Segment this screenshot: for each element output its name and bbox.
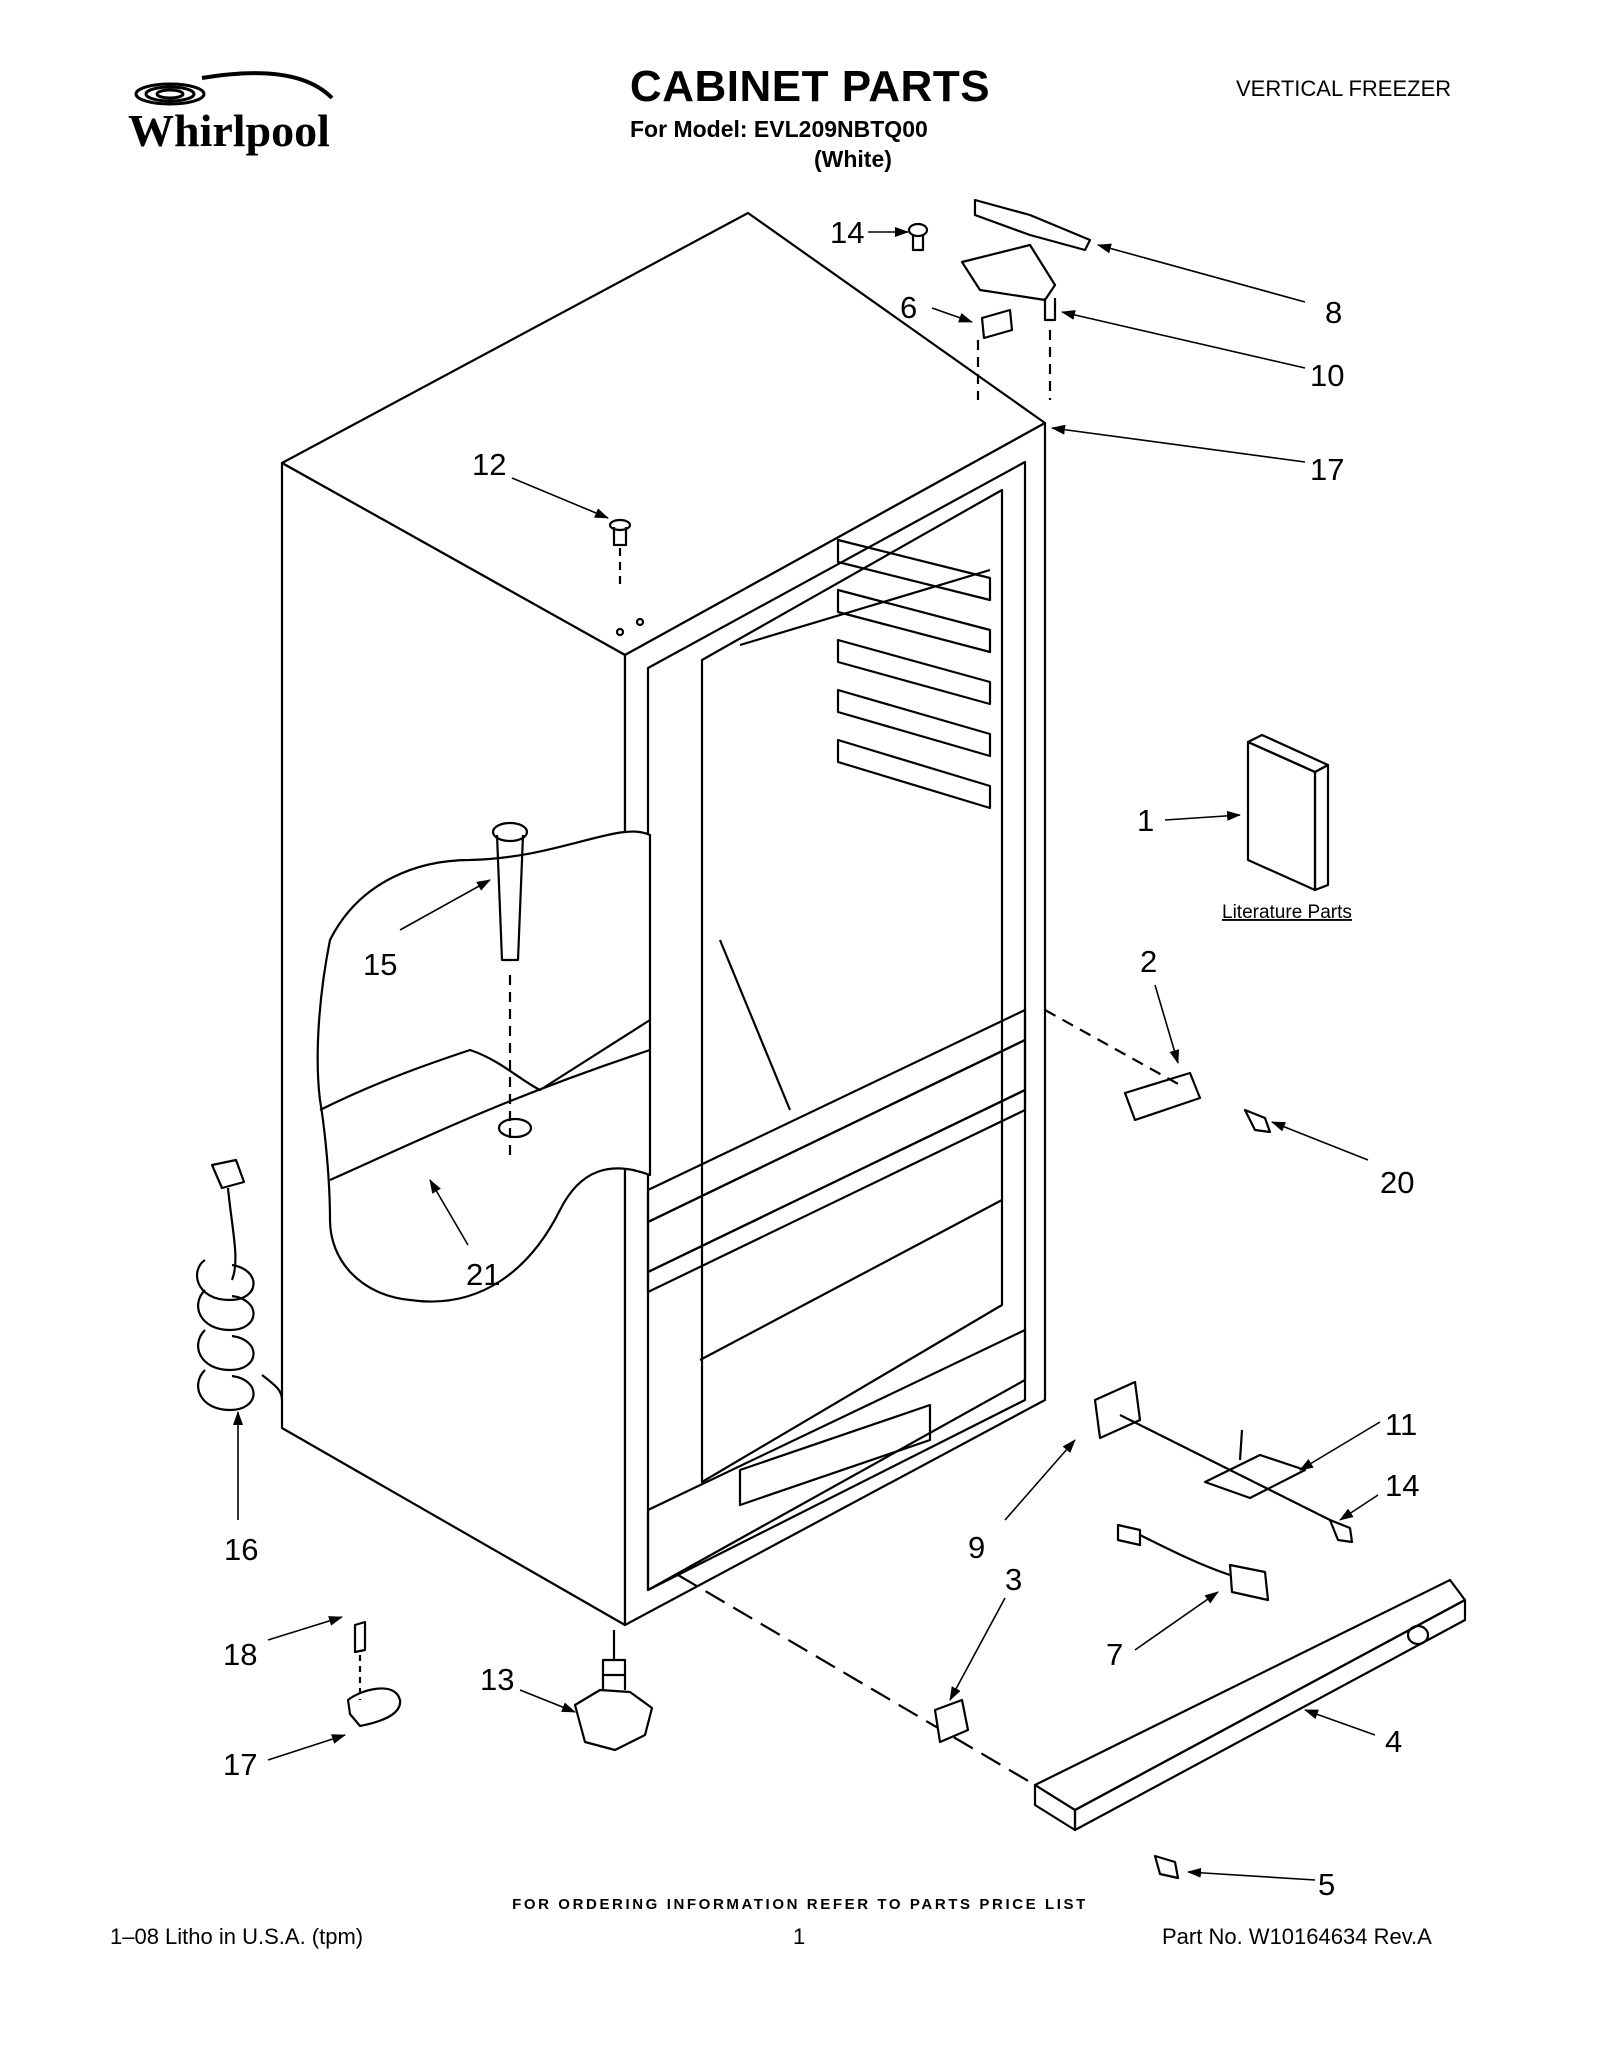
callout-15: 15 [363,947,397,982]
callout-14-bottom: 14 [1385,1468,1419,1503]
callout-13: 13 [480,1662,514,1697]
literature-parts-label: Literature Parts [1222,902,1352,923]
page-title: CABINET PARTS [629,62,991,111]
callout-20: 20 [1380,1165,1414,1200]
callout-numbers: 14 8 6 10 17 12 1 2 20 15 21 16 11 14 9 … [223,215,1419,1902]
callout-17: 17 [1310,452,1344,487]
whirlpool-logo: Whirlpool [128,71,334,156]
callout-1: 1 [1137,803,1154,838]
callout-18: 17 [223,1747,257,1782]
callout-16: 16 [224,1532,258,1567]
callout-2: 2 [1140,944,1157,979]
callout-11: 11 [1385,1407,1417,1442]
category-label: VERTICAL FREEZER [1236,76,1452,101]
leader-lines [233,227,1381,1881]
callout-19: 18 [223,1637,257,1672]
part-number: Part No. W10164634 Rev.A [1162,1924,1432,1949]
model-line: For Model: EVL209NBTQ00 [630,116,928,142]
callout-10: 10 [1310,358,1344,393]
callout-9: 9 [968,1530,985,1565]
callout-21: 21 [466,1257,500,1292]
callout-3: 3 [1005,1562,1022,1597]
litho-line: 1–08 Litho in U.S.A. (tpm) [110,1924,364,1949]
logo-wordmark: Whirlpool [128,105,330,156]
callout-6: 6 [900,290,917,325]
cabinet-outline [196,198,1467,1880]
callout-4: 4 [1385,1724,1402,1759]
callout-5: 5 [1318,1867,1335,1902]
callout-7: 7 [1106,1637,1123,1672]
page-number: 1 [793,1924,806,1949]
ordering-note: FOR ORDERING INFORMATION REFER TO PARTS … [512,1896,1088,1913]
color-line: (White) [814,146,892,172]
callout-14-top: 14 [830,215,864,250]
callout-12: 12 [472,447,506,482]
callout-8: 8 [1325,295,1342,330]
